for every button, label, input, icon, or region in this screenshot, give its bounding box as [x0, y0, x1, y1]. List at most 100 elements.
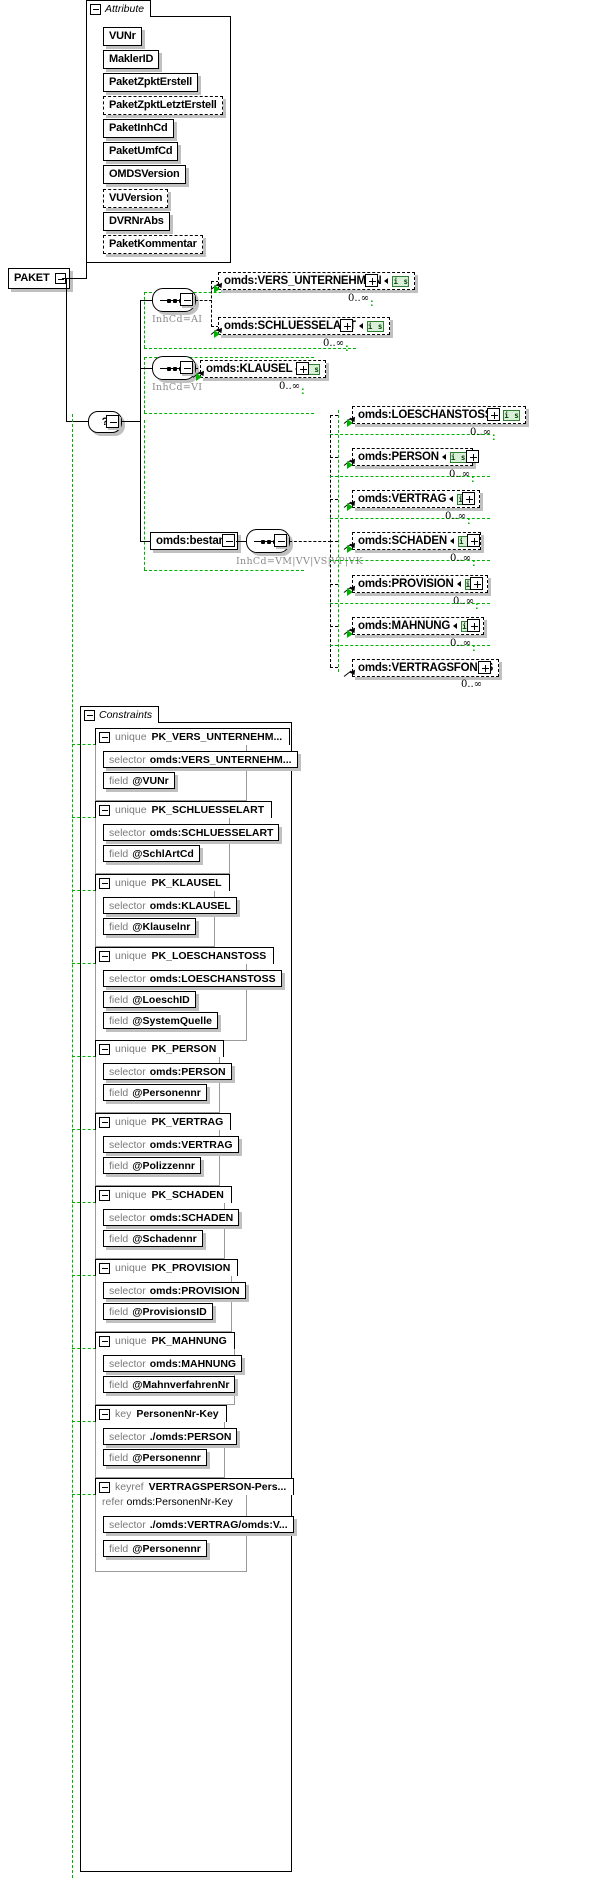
constraint-selector[interactable]: selector omds:SCHADEN: [103, 1209, 240, 1226]
constraint-selector[interactable]: selector omds:MAHNUNG: [103, 1355, 243, 1372]
collapse-icon[interactable]: [99, 1116, 110, 1128]
constraint-selector[interactable]: selector omds:VERTRAG: [103, 1136, 239, 1153]
green-marker-icon: [347, 419, 353, 427]
constraint-field[interactable]: field @MahnverfahrenNr: [103, 1376, 236, 1393]
collapse-icon-omds-bestand[interactable]: [222, 534, 235, 547]
expand-icon-klausel[interactable]: [296, 362, 309, 375]
attribute-maklerid[interactable]: MaklerID: [103, 50, 160, 69]
constraint-header-pk-schluesselart[interactable]: unique PK_SCHLUESSELART: [95, 801, 273, 818]
constraint-selector[interactable]: selector omds:VERS_UNTERNEHM...: [103, 751, 298, 768]
attribute-vuversion[interactable]: VUVersion: [103, 189, 169, 208]
attribute-paketzpkterstell[interactable]: PaketZpktErstell: [103, 73, 199, 92]
element-vertragsfonds[interactable]: omds:VERTRAGSFONDS: [352, 659, 500, 677]
attribute-paketzpktletzterstell[interactable]: PaketZpktLetztErstell: [103, 96, 223, 115]
collapse-icon[interactable]: [99, 950, 110, 962]
element-label: omds:VERTRAGSFONDS: [358, 661, 494, 674]
choice-expander-icon[interactable]: [106, 415, 119, 428]
constraint-header-vertragsperson-keyref[interactable]: keyref VERTRAGSPERSON-Pers...: [95, 1478, 295, 1495]
sequence-expander-branch-3[interactable]: [274, 534, 287, 547]
constraint-selector[interactable]: selector ./omds:VERTRAG/omds:V...: [103, 1516, 294, 1533]
expand-icon-person[interactable]: [466, 450, 479, 463]
element-schluesselart[interactable]: omds:SCHLUESSELART i s: [218, 317, 390, 335]
attribute-label: OMDSVersion: [109, 168, 180, 180]
constraint-selector[interactable]: selector omds:LOESCHANSTOSS: [103, 970, 282, 987]
element-vertrag[interactable]: omds:VERTRAG i s: [352, 490, 481, 508]
is-badge: i s: [392, 275, 410, 287]
constraint-header-pk-provision[interactable]: unique PK_PROVISION: [95, 1259, 239, 1276]
collapse-icon[interactable]: [99, 1408, 110, 1420]
constraints-tab[interactable]: Constraints: [80, 706, 160, 723]
constraint-field[interactable]: field @Personennr: [103, 1084, 207, 1101]
attribute-paketkommentar[interactable]: PaketKommentar: [103, 235, 203, 254]
field-value: @Polizzennr: [132, 1159, 196, 1172]
expand-icon-mahnung[interactable]: [467, 619, 480, 632]
expand-icon-loeschanstoss[interactable]: [487, 408, 500, 421]
constraint-field[interactable]: field @Schadennr: [103, 1230, 203, 1247]
attribute-paketumfcd[interactable]: PaketUmfCd: [103, 142, 179, 161]
expand-icon-vertragsfonds[interactable]: [478, 661, 491, 674]
attribute-omdsversion[interactable]: OMDSVersion: [103, 165, 186, 184]
constraint-selector[interactable]: selector omds:KLAUSEL: [103, 897, 237, 914]
constraint-header-pk-loeschanstoss[interactable]: unique PK_LOESCHANSTOSS: [95, 947, 275, 964]
type-arrow-icon: [456, 581, 461, 587]
constraint-header-pk-vers-unternehm[interactable]: unique PK_VERS_UNTERNEHM...: [95, 728, 291, 745]
element-mahnung[interactable]: omds:MAHNUNG i s: [352, 617, 485, 635]
sequence-expander-branch-2[interactable]: [180, 361, 193, 374]
constraint-header-personennr-key[interactable]: key PersonenNr-Key: [95, 1405, 227, 1422]
selector-keyword: selector: [109, 753, 146, 766]
expand-icon-provision[interactable]: [470, 577, 483, 590]
constraint-kind: unique: [115, 804, 147, 816]
constraint-header-pk-schaden[interactable]: unique PK_SCHADEN: [95, 1186, 232, 1203]
constraint-selector[interactable]: selector omds:PROVISION: [103, 1282, 246, 1299]
root-element-paket[interactable]: PAKET: [8, 268, 71, 289]
collapse-icon[interactable]: [99, 804, 110, 816]
constraint-header-pk-klausel[interactable]: unique PK_KLAUSEL: [95, 874, 230, 891]
constraint-header-pk-person[interactable]: unique PK_PERSON: [95, 1040, 225, 1057]
collapse-icon[interactable]: [90, 3, 101, 15]
element-loeschanstoss[interactable]: omds:LOESCHANSTOSS i s: [352, 406, 527, 424]
collapse-icon[interactable]: [99, 877, 110, 889]
collapse-icon[interactable]: [99, 1481, 110, 1493]
constraint-field[interactable]: field @LoeschID: [103, 991, 196, 1008]
collapse-icon[interactable]: [99, 1189, 110, 1201]
expand-icon-schaden[interactable]: [467, 534, 480, 547]
element-label: omds:SCHADEN: [358, 534, 447, 547]
constraint-field[interactable]: field @SchlArtCd: [103, 845, 200, 862]
attribute-paketinhcd[interactable]: PaketInhCd: [103, 119, 174, 138]
constraint-field[interactable]: field @Personennr: [103, 1540, 207, 1557]
collapse-icon[interactable]: [99, 1043, 110, 1055]
element-provision[interactable]: omds:PROVISION i s: [352, 575, 488, 593]
constraint-header-pk-vertrag[interactable]: unique PK_VERTRAG: [95, 1113, 232, 1130]
element-person[interactable]: omds:PERSON i s: [352, 448, 473, 466]
green-marker-icon: [214, 330, 220, 338]
constraint-field[interactable]: field @ProvisionsID: [103, 1303, 213, 1320]
constraint-field[interactable]: field @VUNr: [103, 772, 175, 789]
expand-icon-vertrag[interactable]: [462, 492, 475, 505]
collapse-icon[interactable]: [99, 1262, 110, 1274]
constraint-header-pk-mahnung[interactable]: unique PK_MAHNUNG: [95, 1332, 235, 1349]
constraint-selector[interactable]: selector omds:SCHLUESSELART: [103, 824, 280, 841]
constraint-field[interactable]: field @Personennr: [103, 1449, 207, 1466]
constraint-field[interactable]: field @Polizzennr: [103, 1157, 202, 1174]
attribute-group-tab[interactable]: Attribute: [86, 0, 152, 17]
element-vers-unternehmen[interactable]: omds:VERS_UNTERNEHMEN i s: [218, 272, 416, 290]
collapse-icon[interactable]: [99, 731, 110, 743]
bestand-green-frame: [330, 476, 490, 477]
constraint-field[interactable]: field @Klauselnr: [103, 918, 197, 935]
sequence-expander-branch-1[interactable]: [180, 293, 193, 306]
attribute-dvrnrabs[interactable]: DVRNrAbs: [103, 212, 170, 231]
constraint-selector[interactable]: selector omds:PERSON: [103, 1063, 232, 1080]
attribute-vunr[interactable]: VUNr: [103, 27, 142, 46]
selector-value: omds:KLAUSEL: [149, 899, 231, 912]
branch-3-green-frame: [144, 570, 304, 571]
expand-icon-vers-unternehmen[interactable]: [365, 274, 378, 287]
collapse-icon[interactable]: [99, 1335, 110, 1347]
element-schaden[interactable]: omds:SCHADEN i s: [352, 532, 481, 550]
expand-icon-schluesselart[interactable]: [340, 319, 353, 332]
constraint-field[interactable]: field @SystemQuelle: [103, 1012, 218, 1029]
constraint-selector[interactable]: selector ./omds:PERSON: [103, 1428, 238, 1445]
sequence-symbol-branch-1[interactable]: [152, 288, 196, 312]
element-omds-bestand[interactable]: omds:bestand: [150, 532, 239, 550]
connector: [140, 541, 152, 542]
collapse-icon[interactable]: [84, 709, 95, 721]
